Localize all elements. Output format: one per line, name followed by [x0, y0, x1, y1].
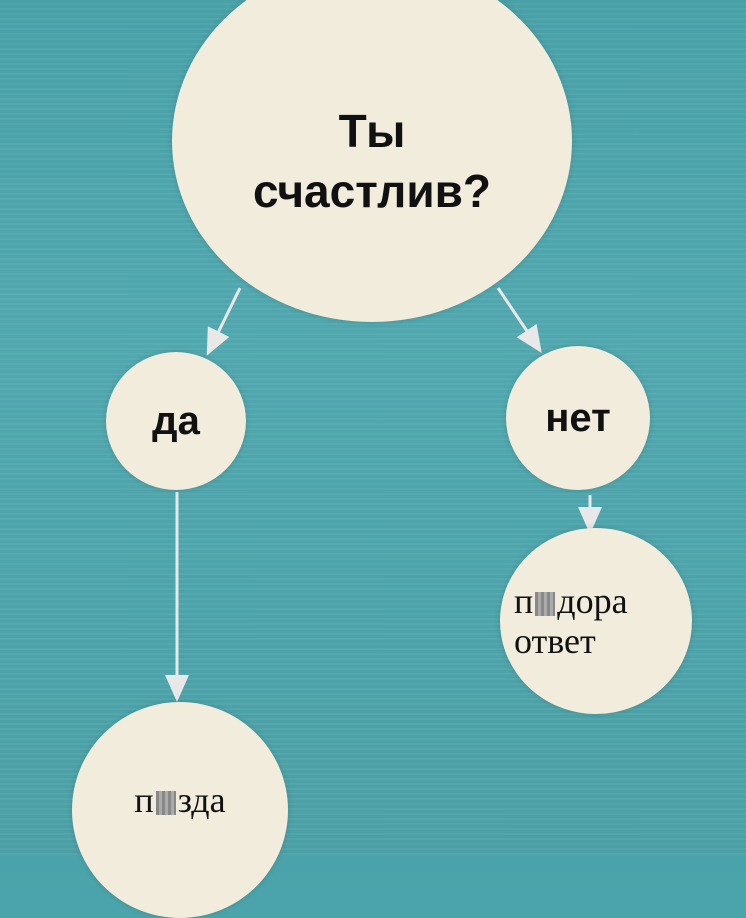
- yes-node: да: [106, 352, 246, 490]
- arrow-to-no: [496, 287, 542, 353]
- question-node: Ты счастлив?: [172, 0, 572, 322]
- censor-block: [155, 791, 176, 815]
- question-line1: Ты: [338, 105, 406, 157]
- no-node: нет: [506, 346, 650, 490]
- question-line2: счастлив?: [252, 165, 492, 217]
- censor-block: [535, 592, 556, 616]
- yes-label: да: [152, 398, 200, 443]
- no-result-line2: ответ: [514, 621, 596, 661]
- arrow-to-yes: [206, 287, 242, 356]
- flow-arrows: [165, 287, 602, 702]
- no-label: нет: [545, 395, 611, 440]
